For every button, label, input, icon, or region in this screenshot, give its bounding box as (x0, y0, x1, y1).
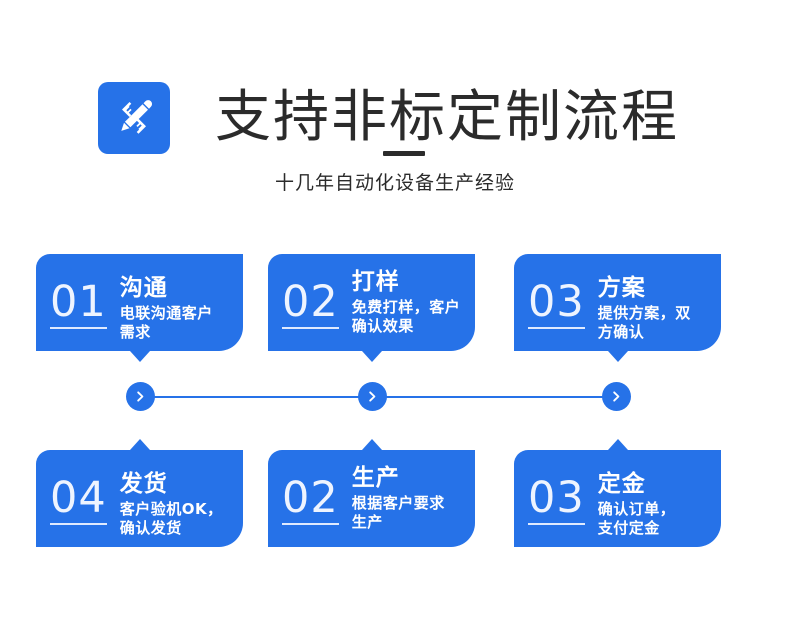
card-number-underline (282, 522, 339, 525)
card-text-block: 定金确认订单， 支付定金 (598, 466, 676, 538)
page-header: 支持非标定制流程 十几年自动化设备生产经验 (0, 0, 790, 215)
flow-step-card[interactable]: 03 定金确认订单， 支付定金 (514, 439, 721, 547)
card-pointer-tail (607, 439, 628, 450)
connector-node-2[interactable] (358, 382, 387, 411)
card-number-block: 04 (50, 466, 107, 525)
card-step-title: 发货 (119, 471, 168, 497)
page-subtitle: 十几年自动化设备生产经验 (274, 172, 515, 194)
card-number-underline (50, 326, 107, 329)
flow-step-card[interactable]: 04 发货客户验机OK， 确认发货 (36, 439, 243, 547)
card-pointer-tail (361, 439, 382, 450)
card-step-description: 客户验机OK， 确认发货 (119, 500, 223, 538)
flow-connector (0, 370, 790, 426)
flow-step-card[interactable]: 01 沟通电联沟通客户 需求 (36, 254, 243, 362)
card-pointer-tail (129, 439, 150, 450)
card-inner: 04 发货客户验机OK， 确认发货 (36, 450, 243, 547)
card-text-block: 生产根据客户要求 生产 (351, 465, 445, 532)
connector-node-3[interactable] (602, 382, 631, 411)
chevron-right-icon (613, 391, 620, 402)
card-text-block: 打样免费打样，客户 确认效果 (351, 269, 461, 336)
title-underline-rule (383, 151, 425, 156)
chevron-right-icon (137, 391, 144, 402)
card-step-number: 02 (282, 473, 339, 523)
card-step-title: 沟通 (119, 275, 168, 301)
card-inner: 03 定金确认订单， 支付定金 (514, 450, 721, 547)
header-title-row: 支持非标定制流程 (98, 82, 679, 154)
card-number-underline (282, 326, 339, 329)
card-step-title: 方案 (597, 275, 646, 301)
card-number-underline (528, 522, 585, 525)
card-inner: 01 沟通电联沟通客户 需求 (36, 254, 243, 351)
card-step-number: 01 (50, 277, 107, 327)
card-number-block: 01 (50, 270, 107, 329)
card-step-title: 打样 (351, 269, 400, 295)
card-step-description: 根据客户要求 生产 (351, 494, 445, 532)
card-pointer-tail (361, 351, 382, 362)
card-number-block: 03 (528, 270, 585, 329)
card-number-block: 02 (282, 466, 339, 525)
card-step-description: 电联沟通客户 需求 (119, 304, 213, 342)
flow-step-card[interactable]: 03 方案提供方案，双 方确认 (514, 254, 721, 362)
page-title: 支持非标定制流程 (215, 85, 679, 150)
card-step-number: 02 (282, 277, 339, 327)
card-text-block: 发货客户验机OK， 确认发货 (120, 466, 223, 538)
card-text-block: 沟通电联沟通客户 需求 (120, 270, 213, 342)
chevron-right-icon (369, 391, 376, 402)
card-number-block: 03 (528, 466, 585, 525)
card-step-number: 03 (528, 473, 585, 523)
card-step-number: 03 (528, 277, 585, 327)
card-step-description: 提供方案，双 方确认 (597, 304, 691, 342)
connector-node-1[interactable] (126, 382, 155, 411)
card-pointer-tail (607, 351, 628, 362)
card-step-description: 确认订单， 支付定金 (597, 500, 676, 538)
card-step-description: 免费打样，客户 确认效果 (351, 298, 461, 336)
card-step-number: 04 (50, 473, 107, 523)
card-pointer-tail (129, 351, 150, 362)
card-number-underline (50, 522, 107, 525)
card-text-block: 方案提供方案，双 方确认 (598, 270, 691, 342)
card-step-title: 生产 (351, 465, 400, 491)
card-step-title: 定金 (597, 471, 646, 497)
card-inner: 03 方案提供方案，双 方确认 (514, 254, 721, 351)
card-number-underline (528, 326, 585, 329)
pencil-design-icon (98, 82, 170, 154)
card-number-block: 02 (282, 270, 339, 329)
